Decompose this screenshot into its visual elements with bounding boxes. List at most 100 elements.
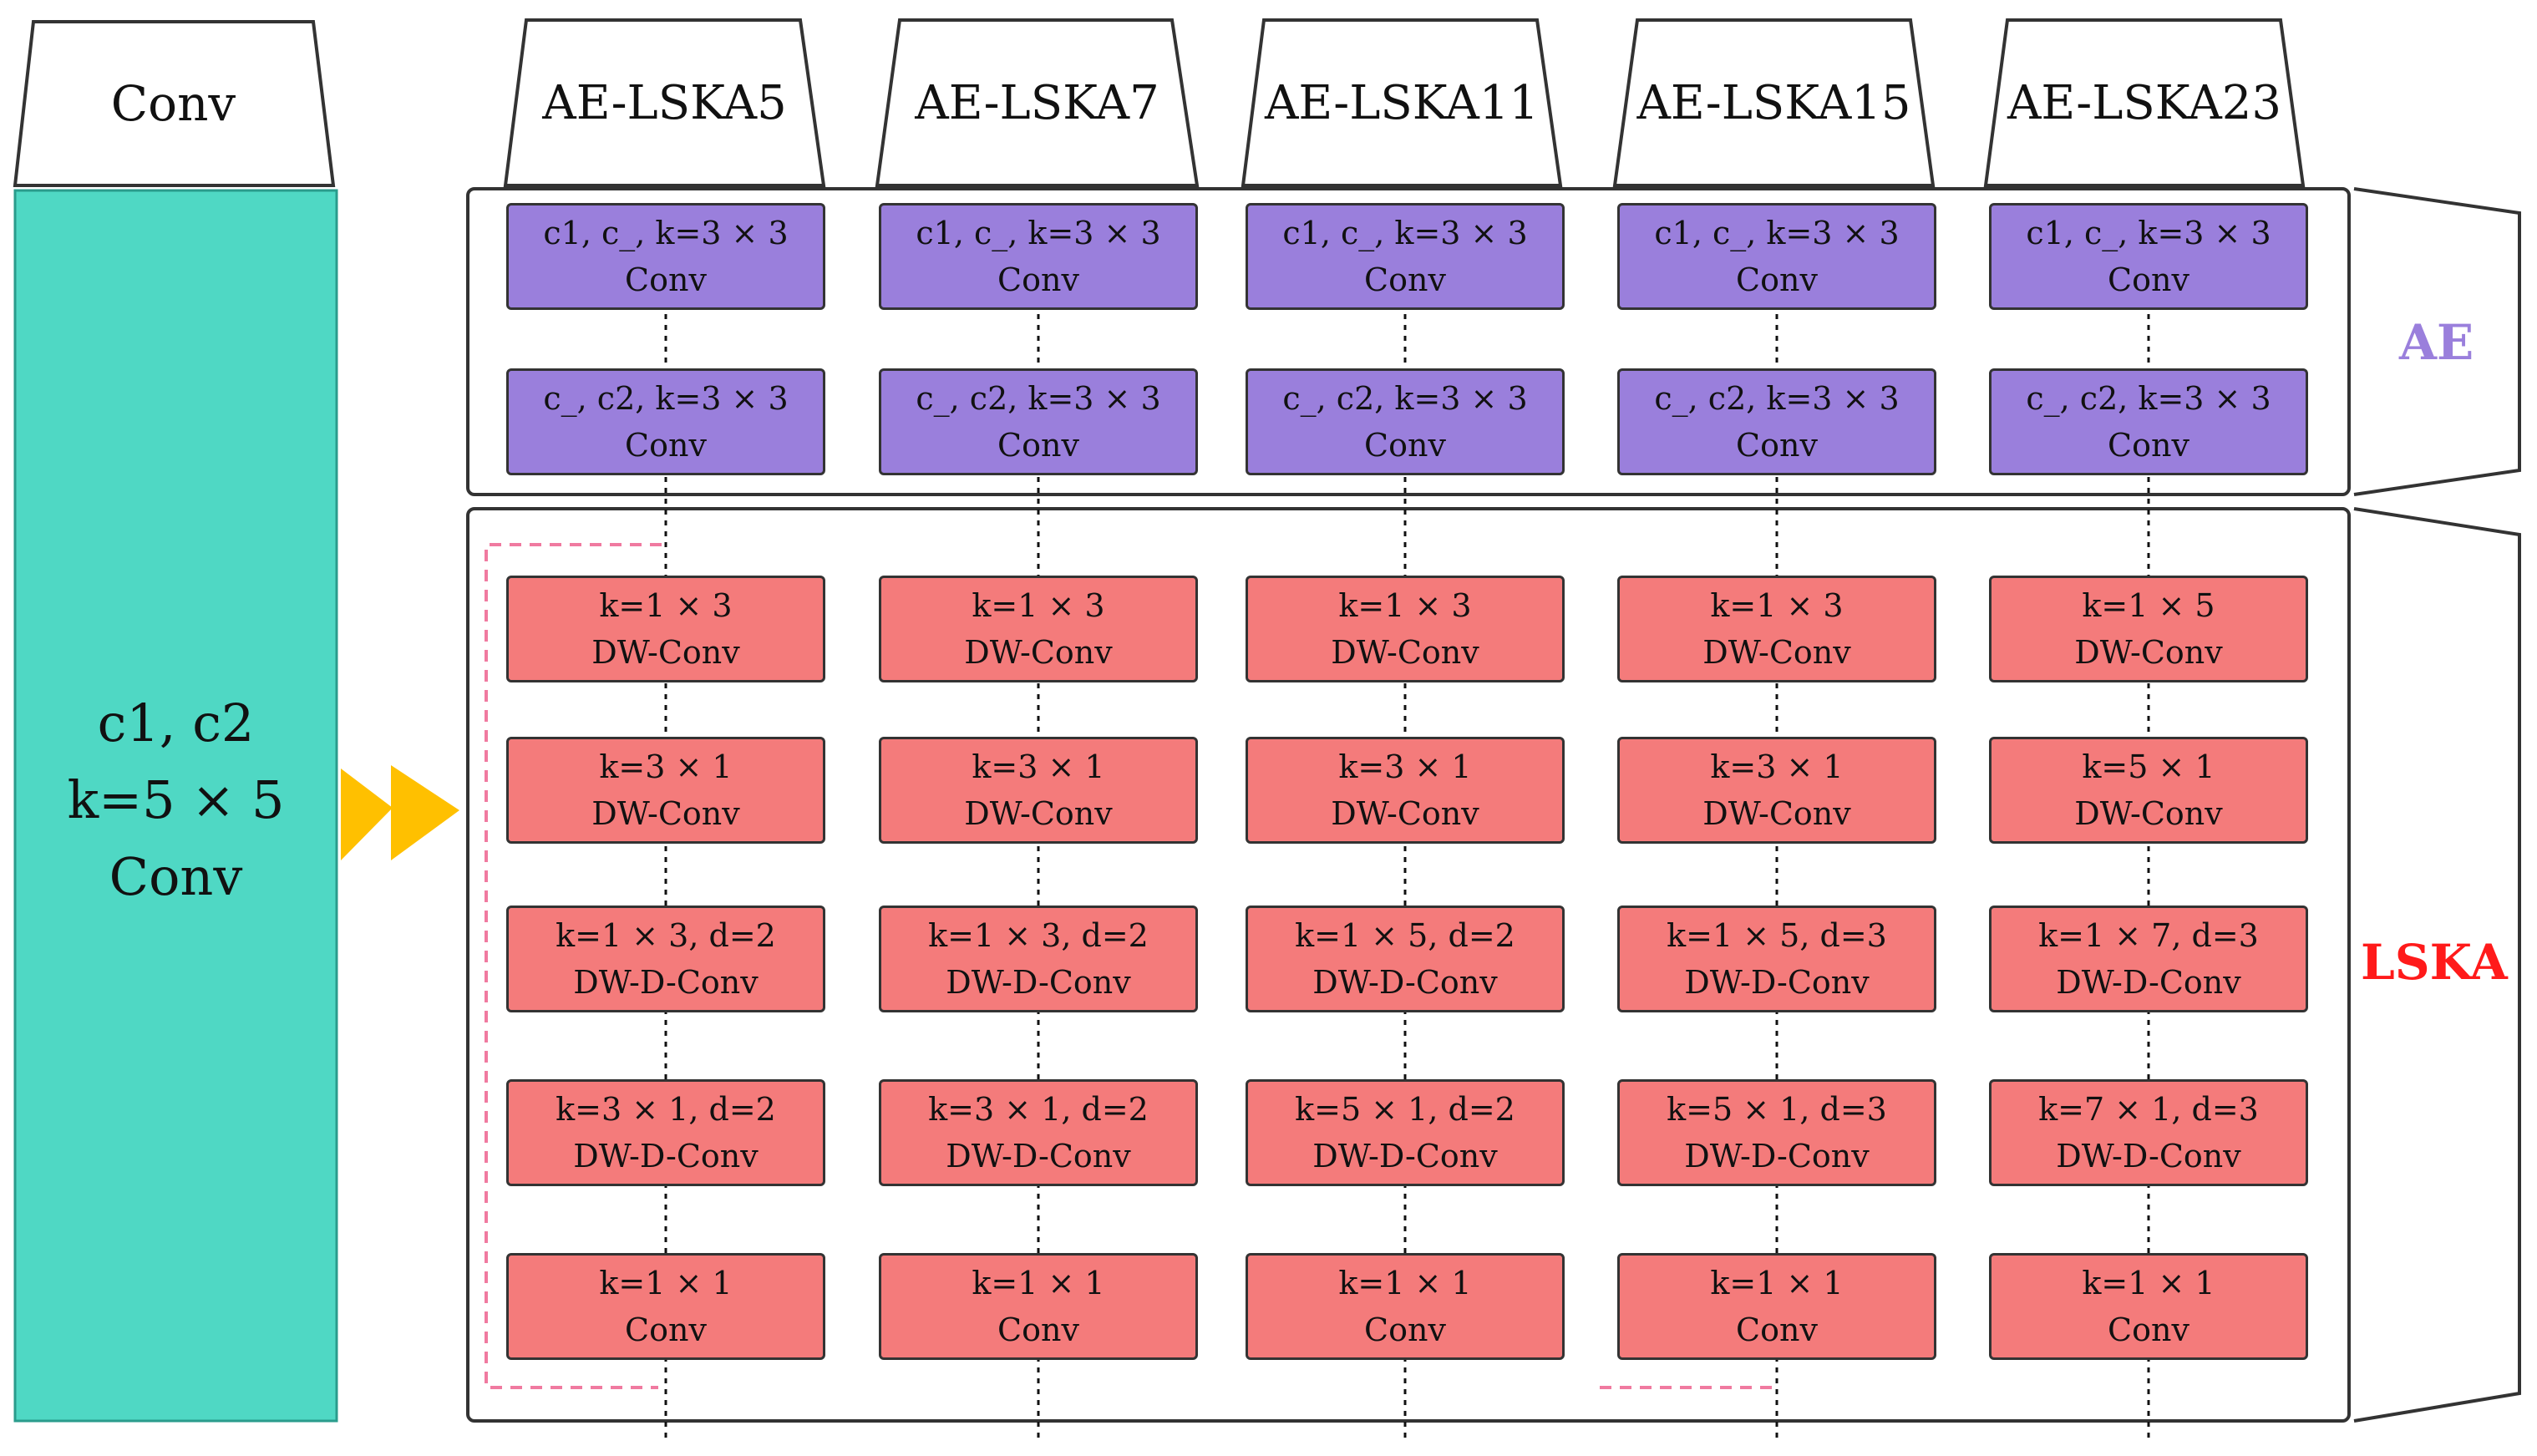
block-op-text: Conv xyxy=(625,1311,707,1348)
block-op-text: DW-D-Conv xyxy=(1312,1138,1498,1174)
block-param-text: k=5 × 1, d=3 xyxy=(1667,1091,1887,1128)
lska-side-tab xyxy=(2353,507,2521,1423)
conv-line-3: Conv xyxy=(109,846,243,907)
column-title-1: AE-LSKA5 xyxy=(542,75,787,130)
block-op-text: Conv xyxy=(1736,427,1818,464)
block-op-text: DW-Conv xyxy=(964,795,1113,832)
column-title-5: AE-LSKA23 xyxy=(2007,75,2282,130)
block-op-text: DW-D-Conv xyxy=(1684,1138,1870,1174)
block-param-text: k=3 × 1, d=2 xyxy=(556,1091,776,1128)
column-tab-2 xyxy=(875,18,1200,187)
block-param-text: c1, c_, k=3 × 3 xyxy=(2026,215,2271,251)
block-param-text: k=1 × 5, d=2 xyxy=(1295,917,1515,954)
lska-conv-block: k=1 × 1 Conv xyxy=(879,1253,1198,1360)
conv-line-1: c1, c2 xyxy=(97,692,255,753)
block-param-text: k=1 × 5, d=3 xyxy=(1667,917,1887,954)
block-op-text: Conv xyxy=(1736,1311,1818,1348)
conv-line-2: k=5 × 5 xyxy=(67,769,285,830)
block-param-text: k=1 × 3, d=2 xyxy=(556,917,776,954)
ae-conv-block: c1, c_, k=3 × 3 Conv xyxy=(1246,203,1565,310)
block-param-text: c1, c_, k=3 × 3 xyxy=(1282,215,1528,251)
ae-conv-block: c1, c_, k=3 × 3 Conv xyxy=(1989,203,2308,310)
block-op-text: DW-Conv xyxy=(1702,795,1851,832)
block-op-text: DW-Conv xyxy=(1702,634,1851,671)
block-param-text: k=1 × 1 xyxy=(2082,1265,2215,1301)
block-param-text: k=3 × 1 xyxy=(599,748,733,785)
column-tab-4 xyxy=(1612,18,1936,187)
conv-column-text: c1, c2 k=5 × 5 Conv xyxy=(15,685,337,916)
block-param-text: c1, c_, k=3 × 3 xyxy=(543,215,789,251)
block-param-text: k=5 × 1 xyxy=(2082,748,2215,785)
block-op-text: Conv xyxy=(2108,427,2189,464)
block-op-text: DW-Conv xyxy=(2074,795,2223,832)
ae-conv-block: c1, c_, k=3 × 3 Conv xyxy=(1617,203,1936,310)
lska-conv-block: k=1 × 1 Conv xyxy=(1617,1253,1936,1360)
block-op-text: DW-D-Conv xyxy=(573,964,759,1001)
block-param-text: k=1 × 3 xyxy=(599,587,733,624)
block-op-text: Conv xyxy=(1364,261,1446,298)
block-param-text: k=1 × 3 xyxy=(1710,587,1844,624)
column-tab-3 xyxy=(1241,18,1563,187)
conv-tab xyxy=(13,20,336,187)
block-param-text: k=3 × 1, d=2 xyxy=(928,1091,1149,1128)
lska-conv-block: k=3 × 1 DW-Conv xyxy=(1617,737,1936,844)
block-op-text: DW-D-Conv xyxy=(1312,964,1498,1001)
block-param-text: k=1 × 3, d=2 xyxy=(928,917,1149,954)
block-param-text: k=1 × 1 xyxy=(1338,1265,1472,1301)
block-param-text: k=1 × 1 xyxy=(1710,1265,1844,1301)
block-op-text: Conv xyxy=(2108,1311,2189,1348)
block-op-text: Conv xyxy=(2108,261,2189,298)
block-param-text: k=1 × 1 xyxy=(972,1265,1105,1301)
block-param-text: c_, c2, k=3 × 3 xyxy=(2026,380,2271,417)
block-op-text: Conv xyxy=(997,1311,1079,1348)
block-op-text: DW-D-Conv xyxy=(573,1138,759,1174)
block-op-text: Conv xyxy=(625,427,707,464)
block-op-text: Conv xyxy=(1364,427,1446,464)
block-op-text: DW-D-Conv xyxy=(2056,1138,2241,1174)
block-param-text: c_, c2, k=3 × 3 xyxy=(1282,380,1528,417)
column-title-2: AE-LSKA7 xyxy=(915,75,1159,130)
block-param-text: k=3 × 1 xyxy=(1338,748,1472,785)
block-param-text: k=7 × 1, d=3 xyxy=(2038,1091,2259,1128)
column-tab-5 xyxy=(1983,18,2306,187)
ae-section-label: AE xyxy=(2399,314,2474,371)
block-param-text: c_, c2, k=3 × 3 xyxy=(543,380,789,417)
block-op-text: DW-Conv xyxy=(964,634,1113,671)
lska-conv-block: k=1 × 3 DW-Conv xyxy=(1617,576,1936,682)
block-param-text: c1, c_, k=3 × 3 xyxy=(916,215,1161,251)
block-op-text: Conv xyxy=(997,427,1079,464)
arrow-chevron-1 xyxy=(341,769,393,860)
block-param-text: c_, c2, k=3 × 3 xyxy=(1654,380,1900,417)
block-op-text: Conv xyxy=(1736,261,1818,298)
block-op-text: DW-Conv xyxy=(1331,795,1479,832)
lska-conv-block: k=3 × 1 DW-Conv xyxy=(1246,737,1565,844)
block-param-text: c_, c2, k=3 × 3 xyxy=(916,380,1161,417)
lska-dashed-bracket xyxy=(485,543,662,1389)
block-op-text: DW-Conv xyxy=(2074,634,2223,671)
column-tab-1 xyxy=(503,18,826,187)
block-param-text: k=1 × 7, d=3 xyxy=(2038,917,2259,954)
block-param-text: k=3 × 1 xyxy=(972,748,1105,785)
block-param-text: k=3 × 1 xyxy=(1710,748,1844,785)
block-param-text: k=5 × 1, d=2 xyxy=(1295,1091,1515,1128)
ae-side-tab xyxy=(2353,187,2521,496)
ae-conv-block: c_, c2, k=3 × 3 Conv xyxy=(506,368,825,475)
block-param-text: c1, c_, k=3 × 3 xyxy=(1654,215,1900,251)
block-param-text: k=1 × 5 xyxy=(2082,587,2215,624)
lska-section-label: LSKA xyxy=(2361,934,2508,991)
conv-column xyxy=(13,189,338,1423)
ae-conv-block: c_, c2, k=3 × 3 Conv xyxy=(1989,368,2308,475)
block-param-text: k=1 × 3 xyxy=(1338,587,1472,624)
column-title-4: AE-LSKA15 xyxy=(1636,75,1911,130)
